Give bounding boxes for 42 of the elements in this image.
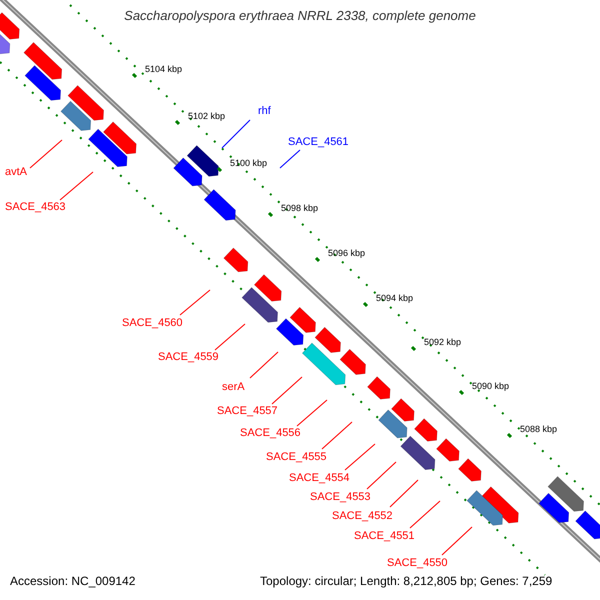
footer-text: Topology: circular; Length: 8,212,805 bp; Genes: 7,259: [260, 575, 552, 587]
leader-line: [280, 150, 300, 168]
gene-label: SACE_4550: [387, 557, 448, 569]
gene-label: serA: [222, 381, 245, 393]
leader-line: [296, 400, 328, 426]
scale-label: 5094 kbp: [376, 292, 414, 304]
leader-line: [60, 172, 94, 200]
leader-line: [366, 462, 396, 490]
gene-label: SACE_4553: [310, 491, 371, 503]
gene-label: SACE_4563: [5, 201, 66, 213]
gene-label: rhf: [258, 105, 271, 117]
gene-label: SACE_4551: [354, 530, 415, 542]
leader-line: [272, 376, 302, 404]
leader-line: [250, 352, 278, 378]
scale-label: 5088 kbp: [520, 423, 558, 435]
leader-line: [30, 140, 62, 168]
diagram-title: Saccharopolyspora erythraea NRRL 2338, complete genome: [123, 10, 477, 22]
gene-label: SACE_4556: [240, 427, 301, 439]
gene-label: SACE_4554: [289, 472, 350, 484]
leader-line: [442, 526, 472, 556]
gene-label: SACE_4555: [266, 451, 327, 463]
leader-line: [222, 120, 250, 148]
leader-line: [390, 480, 418, 508]
leader-line: [214, 324, 246, 350]
leader-line: [180, 290, 210, 316]
scale-label: 5096 kbp: [328, 247, 366, 259]
gene-label: SACE_4559: [158, 351, 219, 363]
gene-label: SACE_4552: [332, 510, 393, 522]
gene-label: SACE_4557: [217, 405, 278, 417]
scale-label: 5098 kbp: [281, 202, 318, 214]
scale-label: 5100 kbp: [230, 157, 268, 169]
leader-line: [410, 500, 440, 528]
gene-label: avtA: [5, 166, 28, 178]
scale-label: 5090 kbp: [472, 380, 510, 392]
gene-label: SACE_4561: [288, 136, 349, 148]
leader-line: [344, 444, 376, 470]
scale-label: 5104 kbp: [145, 63, 182, 75]
scale-label: 5102 kbp: [188, 110, 226, 122]
footer-text: Accession: NC_009142: [10, 575, 136, 587]
leader-line: [322, 422, 352, 450]
gene-label: SACE_4560: [122, 317, 183, 329]
scale-label: 5092 kbp: [424, 336, 462, 348]
